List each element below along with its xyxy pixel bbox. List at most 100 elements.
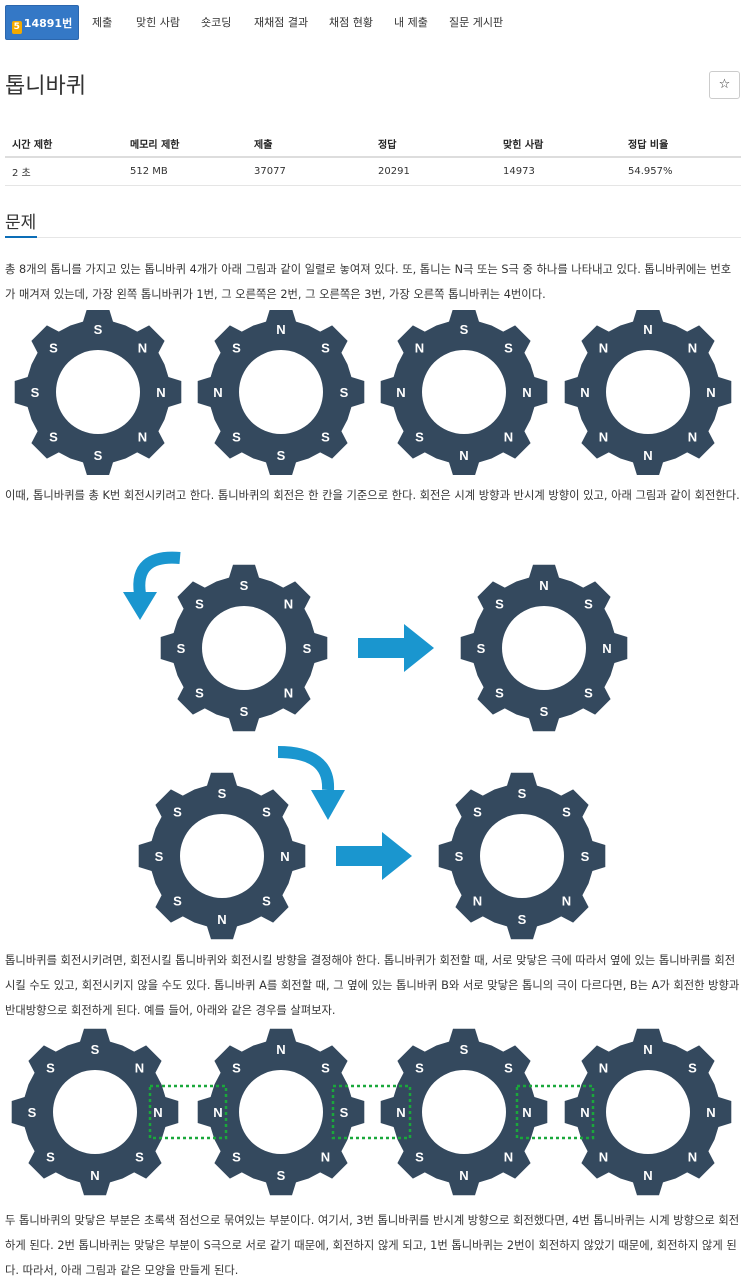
cell-accept-ratio: 54.957% <box>621 157 741 186</box>
tooth-pole-label: S <box>562 805 571 820</box>
tooth-pole-label: N <box>280 849 289 864</box>
tooth-pole-label: N <box>580 385 589 400</box>
tooth-pole-label: S <box>277 1168 286 1183</box>
right-arrow-icon <box>358 624 434 672</box>
tooth-pole-label: N <box>522 385 531 400</box>
tooth-pole-label: N <box>602 641 611 656</box>
tooth-pole-label: S <box>415 430 424 445</box>
table-header-row: 시간 제한 메모리 제한 제출 정답 맞힌 사람 정답 비율 <box>5 130 741 158</box>
tooth-pole-label: S <box>94 448 103 463</box>
gear-hole <box>56 350 140 434</box>
header-time-limit: 시간 제한 <box>5 130 123 158</box>
tab-short-coding[interactable]: 숏코딩 <box>201 16 232 29</box>
tab-solved-users[interactable]: 맞힌 사람 <box>136 16 180 29</box>
tooth-pole-label: S <box>518 912 527 927</box>
tooth-pole-label: S <box>321 341 330 356</box>
tab-my-submissions[interactable]: 내 제출 <box>394 16 428 29</box>
tooth-pole-label: S <box>135 1150 144 1165</box>
clockwise-arrow-icon <box>277 746 345 820</box>
tooth-pole-label: S <box>218 786 227 801</box>
tooth-pole-label: S <box>46 1061 55 1076</box>
gear-hole <box>239 1070 323 1154</box>
tooth-pole-label: S <box>155 849 164 864</box>
tooth-pole-label: S <box>415 1150 424 1165</box>
tooth-pole-label: N <box>504 430 513 445</box>
tab-problem-label: 14891번 <box>23 17 73 30</box>
tooth-pole-label: S <box>94 322 103 337</box>
tooth-pole-label: S <box>195 686 204 701</box>
tooth-pole-label: N <box>643 1042 652 1057</box>
tooth-pole-label: N <box>138 341 147 356</box>
tooth-pole-label: N <box>138 430 147 445</box>
tab-question-board[interactable]: 질문 게시판 <box>449 16 504 29</box>
gear-hole <box>606 350 690 434</box>
tooth-pole-label: N <box>504 1150 513 1165</box>
tooth-pole-label: S <box>49 430 58 445</box>
problem-paragraph-3: 톱니바퀴를 회전시키려면, 회전시킬 톱니바퀴와 회전시킬 방향을 결정해야 한… <box>5 954 740 1017</box>
tooth-pole-label: S <box>195 597 204 612</box>
tooth-pole-label: S <box>262 805 271 820</box>
tooth-pole-label: S <box>277 448 286 463</box>
counterclockwise-arrow-icon <box>123 551 181 620</box>
header-memory-limit: 메모리 제한 <box>123 130 247 158</box>
touching-teeth-dotted-box <box>148 1084 228 1140</box>
header-solved-users: 맞힌 사람 <box>496 130 621 158</box>
touching-teeth-dotted-box <box>515 1084 595 1140</box>
tooth-pole-label: S <box>46 1150 55 1165</box>
cell-submissions: 37077 <box>247 157 371 186</box>
tooth-pole-label: N <box>396 385 405 400</box>
tab-rejudge-results[interactable]: 재채점 결과 <box>254 16 309 29</box>
touching-teeth-dotted-box <box>331 1084 412 1140</box>
tooth-pole-label: S <box>173 805 182 820</box>
tooth-pole-label: S <box>240 704 249 719</box>
cell-time-limit: 2 초 <box>5 157 123 186</box>
tab-judge-status[interactable]: 채점 현황 <box>329 16 373 29</box>
tooth-pole-label: S <box>540 704 549 719</box>
tooth-pole-label: S <box>232 1150 241 1165</box>
tooth-pole-label: N <box>276 322 285 337</box>
tooth-pole-label: S <box>49 341 58 356</box>
tooth-pole-label: S <box>415 1061 424 1076</box>
tooth-pole-label: S <box>495 597 504 612</box>
tooth-pole-label: S <box>31 385 40 400</box>
tooth-pole-label: N <box>153 1105 162 1120</box>
star-button[interactable]: ☆ <box>709 71 740 99</box>
tooth-pole-label: S <box>473 805 482 820</box>
tooth-pole-label: N <box>706 385 715 400</box>
tooth-pole-label: S <box>688 1061 697 1076</box>
problem-paragraph-2: 이때, 톱니바퀴를 총 K번 회전시키려고 한다. 톱니바퀴의 회전은 한 칸을… <box>5 489 740 502</box>
tooth-pole-label: N <box>599 430 608 445</box>
tooth-pole-label: S <box>177 641 186 656</box>
tooth-pole-label: N <box>643 448 652 463</box>
tooth-pole-label: S <box>584 686 593 701</box>
tooth-pole-label: S <box>584 597 593 612</box>
tooth-pole-label: S <box>455 849 464 864</box>
tooth-pole-label: S <box>240 578 249 593</box>
tooth-pole-label: N <box>473 894 482 909</box>
tooth-pole-label: N <box>688 341 697 356</box>
tab-submit[interactable]: 제출 <box>92 16 113 29</box>
header-accepted: 정답 <box>371 130 496 158</box>
tooth-pole-label: S <box>495 686 504 701</box>
tooth-pole-label: S <box>504 1061 513 1076</box>
tooth-pole-label: S <box>340 385 349 400</box>
cell-accepted: 20291 <box>371 157 496 186</box>
tooth-pole-label: N <box>459 1168 468 1183</box>
tooth-pole-label: S <box>477 641 486 656</box>
gear-hole <box>502 606 586 690</box>
tooth-pole-label: S <box>232 341 241 356</box>
tooth-pole-label: N <box>396 1105 405 1120</box>
gear-hole <box>480 814 564 898</box>
section-underline <box>5 236 37 238</box>
section-divider <box>5 237 741 238</box>
